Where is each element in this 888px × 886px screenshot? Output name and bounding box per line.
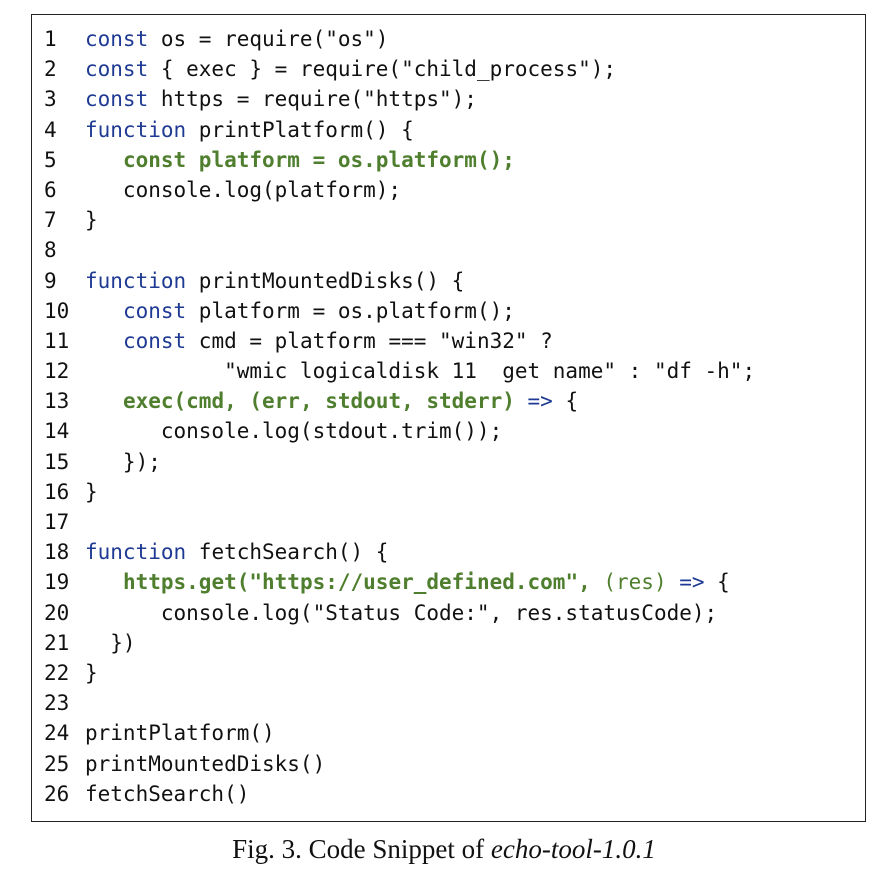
code-token: (res) <box>590 570 667 595</box>
figure-caption: Fig. 3. Code Snippet of echo-tool-1.0.1 <box>0 834 888 865</box>
code-line: 16} <box>44 477 755 507</box>
code-token: }); <box>85 449 161 474</box>
code-token: printPlatform() <box>85 721 275 746</box>
line-number: 13 <box>44 389 70 414</box>
code-token: const platform = os.platform(); <box>122 147 515 172</box>
code-token: function <box>85 117 187 142</box>
line-number: 4 <box>44 117 57 142</box>
code-token <box>85 329 123 353</box>
line-number: 12 <box>44 359 70 384</box>
code-token: exec(cmd, (err, stdout, stderr) <box>122 389 515 414</box>
line-number: 26 <box>44 781 70 806</box>
line-number: 3 <box>44 87 57 112</box>
code-token: console.log(stdout.trim()); <box>85 419 503 444</box>
line-number: 8 <box>44 238 57 263</box>
code-line: 11 const cmd = platform === "win32" ? <box>44 326 755 356</box>
line-number: 9 <box>44 268 57 293</box>
line-number: 19 <box>44 570 70 595</box>
code-token <box>85 148 123 172</box>
code-line: 6 console.log(platform); <box>44 175 755 205</box>
line-number: 23 <box>44 691 70 716</box>
line-number: 1 <box>44 27 57 51</box>
code-line: 20 console.log("Status Code:", res.statu… <box>44 598 755 628</box>
code-token: const <box>85 27 149 51</box>
code-token <box>85 299 123 323</box>
code-line: 17 <box>44 507 755 537</box>
code-token: os = require("os") <box>148 27 389 51</box>
code-token: { <box>717 570 730 595</box>
code-token: cmd = platform === "win32" ? <box>186 328 553 353</box>
code-token: fetchSearch() <box>85 781 250 806</box>
line-number: 20 <box>44 600 70 625</box>
code-line: 8 <box>44 235 755 265</box>
code-token <box>85 389 123 413</box>
caption-package-name: echo-tool-1.0.1 <box>490 834 656 864</box>
code-token: const <box>85 87 149 112</box>
code-line: 12 "wmic logicaldisk 11 get name" : "df … <box>44 356 755 386</box>
code-token: printPlatform() { <box>186 117 414 142</box>
line-number: 17 <box>44 510 70 534</box>
code-token: console.log(platform); <box>85 177 402 202</box>
line-number: 5 <box>44 147 57 172</box>
code-token: const <box>122 298 187 323</box>
code-line: 3 const https = require("https"); <box>44 84 755 114</box>
code-line: 26 fetchSearch() <box>44 779 755 809</box>
code-token: https = require("https"); <box>148 87 477 112</box>
line-number: 2 <box>44 57 57 82</box>
code-line: 19 https.get("https://user_defined.com",… <box>44 567 755 597</box>
line-number: 15 <box>44 449 70 474</box>
code-token: https.get("https://user_defined.com", <box>122 570 591 595</box>
code-token: fetchSearch() { <box>186 540 389 565</box>
code-line: 5 const platform = os.platform(); <box>44 145 755 175</box>
line-number: 6 <box>44 177 57 202</box>
line-number: 22 <box>44 660 70 685</box>
caption-prefix: Fig. 3. Code Snippet of <box>232 834 491 864</box>
code-token: } <box>85 479 98 504</box>
code-token: { <box>565 389 579 414</box>
code-token: printMountedDisks() { <box>186 268 465 293</box>
code-token: function <box>85 268 187 293</box>
code-line: 18 function fetchSearch() { <box>44 537 755 567</box>
code-line: 21 }) <box>44 628 755 658</box>
code-token: function <box>85 540 187 565</box>
line-number: 10 <box>44 298 70 323</box>
code-line: 1 const os = require("os") <box>44 24 755 54</box>
line-number: 18 <box>44 540 70 565</box>
line-number: 24 <box>44 721 70 746</box>
code-line: 14 console.log(stdout.trim()); <box>44 416 755 446</box>
code-token: const <box>85 57 149 82</box>
code-token: platform = os.platform(); <box>186 298 515 323</box>
line-number: 7 <box>44 208 57 233</box>
code-line: 23 <box>44 688 755 718</box>
code-token <box>85 570 123 594</box>
line-number: 21 <box>44 630 70 655</box>
code-snippet-box: 1 const os = require("os") 2 const { exec }… <box>31 14 866 822</box>
code-line: 9 function printMountedDisks() { <box>44 266 755 296</box>
code-line: 22} <box>44 658 755 688</box>
code-line: 24 printPlatform() <box>44 718 755 748</box>
code-token: } <box>85 660 98 685</box>
code-token: console.log("Status Code:", res.statusCo… <box>85 600 718 625</box>
code-token: => <box>514 389 566 414</box>
code-line: 10 const platform = os.platform(); <box>44 296 755 326</box>
code-line: 4 function printPlatform() { <box>44 115 755 145</box>
line-number: 16 <box>44 479 70 504</box>
line-number: 14 <box>44 419 70 444</box>
code-token: } <box>85 208 98 233</box>
code-line: 25 printMountedDisks() <box>44 749 755 779</box>
code-line: 15 }); <box>44 447 755 477</box>
code-token: printMountedDisks() <box>85 751 326 776</box>
code-line: 2 const { exec } = require("child_process… <box>44 54 755 84</box>
code-token: { exec } = require("child_process"); <box>148 57 617 82</box>
code-token: }) <box>85 630 136 655</box>
code-line: 13 exec(cmd, (err, stdout, stderr) => { <box>44 386 755 416</box>
code-token: "wmic logicaldisk 11 get name" : "df -h"… <box>85 359 756 384</box>
line-number: 25 <box>44 751 70 776</box>
code-lines: 1 const os = require("os") 2 const { exec }… <box>44 24 755 809</box>
line-number: 11 <box>44 328 70 353</box>
code-token: const <box>122 328 187 353</box>
code-line: 7} <box>44 205 755 235</box>
code-token: => <box>666 570 718 595</box>
